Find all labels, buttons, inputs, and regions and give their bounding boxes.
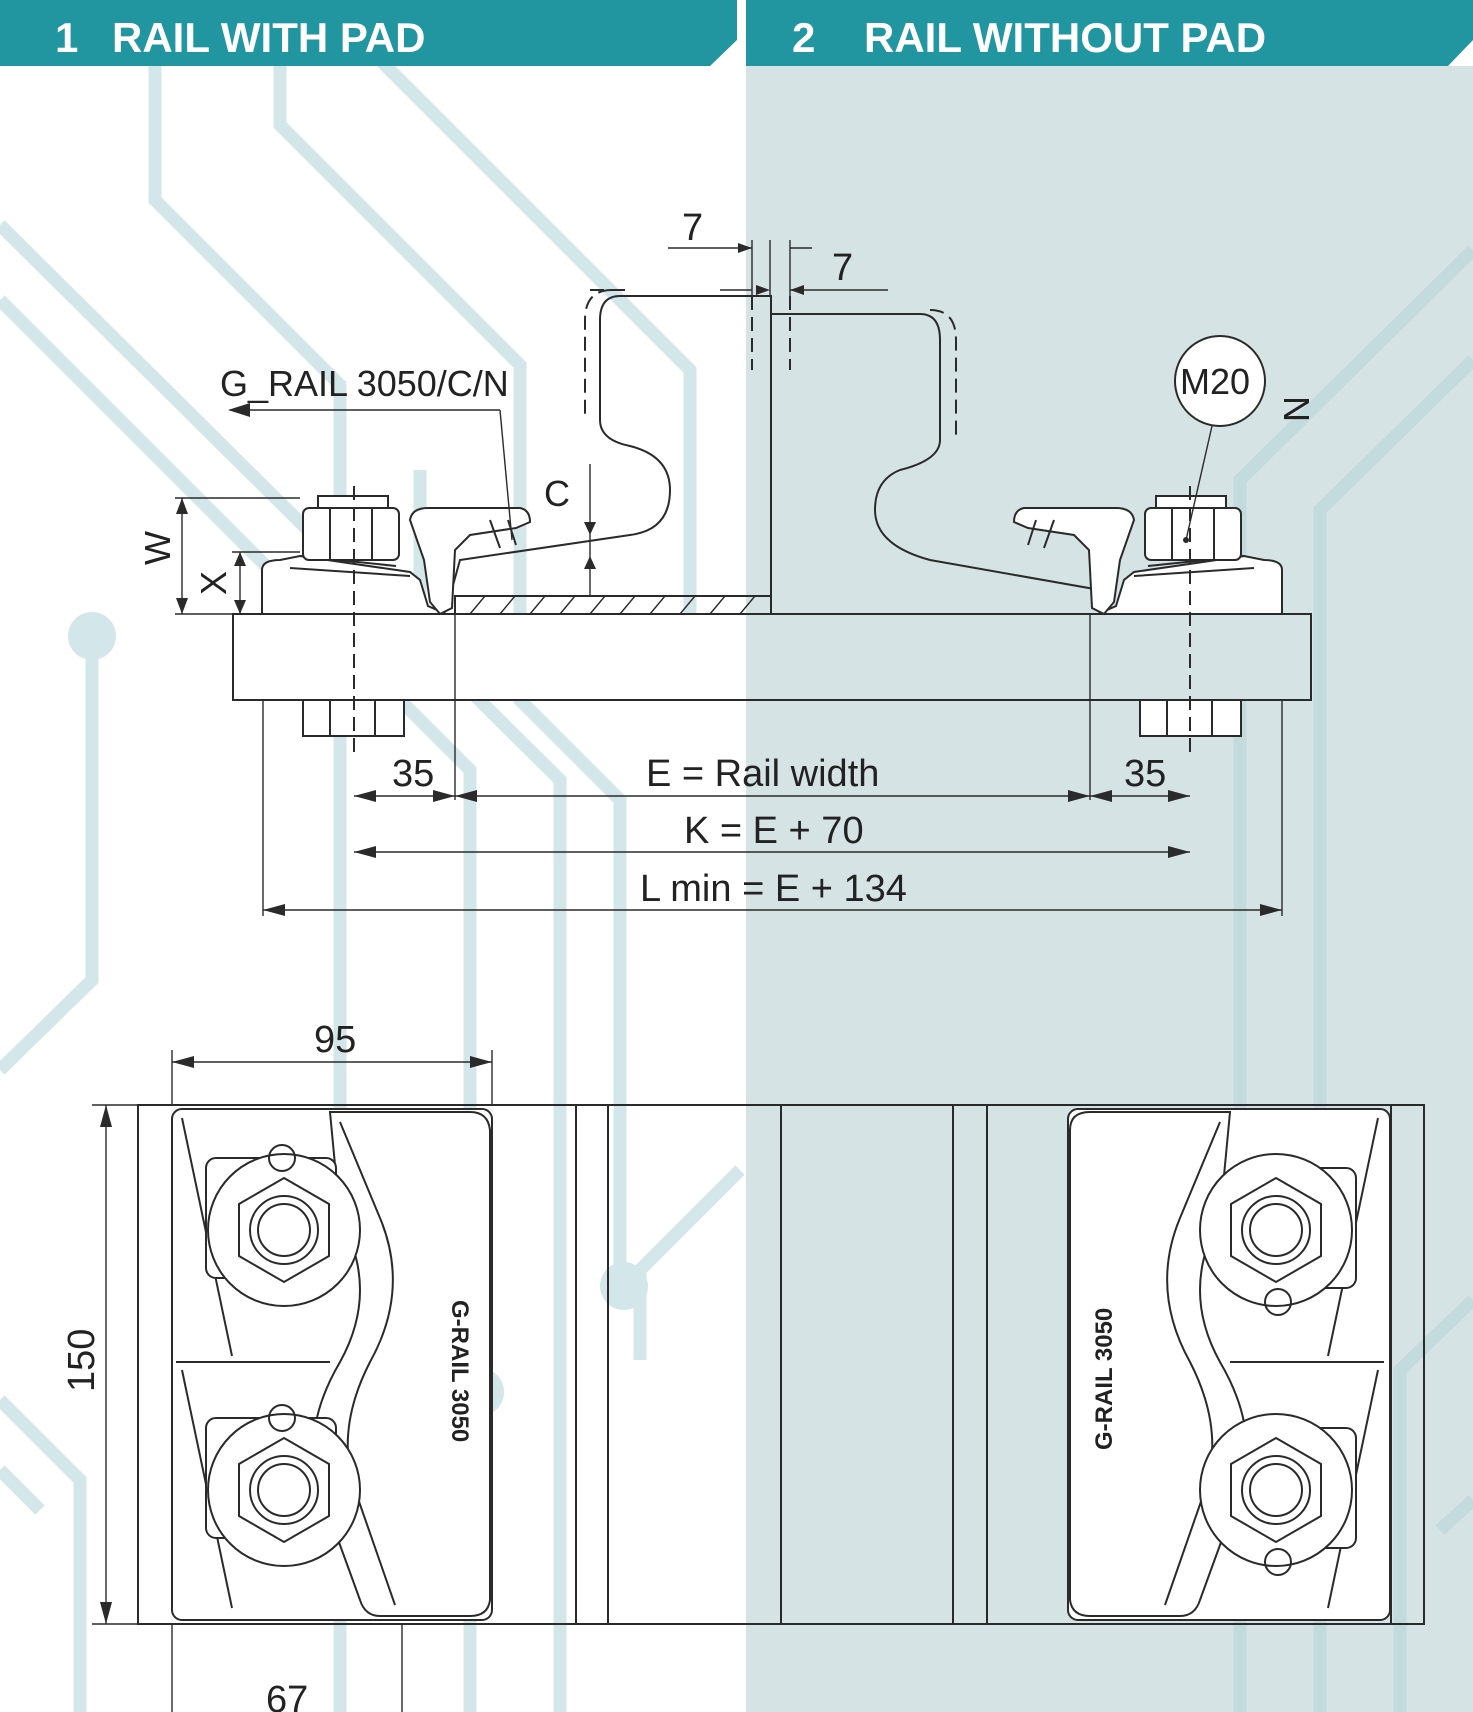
clip-model-callout: G_RAIL 3050/C/N bbox=[220, 363, 513, 541]
left-clip-plan: G-RAIL 3050 bbox=[171, 1108, 493, 1621]
dim-edge-left: 35 bbox=[392, 753, 434, 795]
dim-gap-right: 7 bbox=[832, 247, 853, 289]
dim-k-formula: K = E + 70 bbox=[684, 810, 864, 852]
clip-model-label: G_RAIL 3050/C/N bbox=[220, 363, 509, 404]
bolt-size-label: M20 bbox=[1180, 361, 1250, 402]
clip-mark-right: G-RAIL 3050 bbox=[1091, 1308, 1118, 1450]
height-dimensions: W X C bbox=[137, 464, 596, 615]
dim-clip-length: 150 bbox=[61, 1329, 103, 1392]
header-right-title: RAIL WITHOUT PAD bbox=[864, 14, 1266, 61]
header-left: 1 RAIL WITH PAD bbox=[0, 0, 737, 66]
rail-profile bbox=[449, 289, 1111, 597]
plan-view: G-RAIL 3050 G-RAIL 3050 bbox=[61, 1019, 1425, 1712]
dim-w-label: W bbox=[137, 531, 178, 565]
dim-edge-right: 35 bbox=[1124, 753, 1166, 795]
plan-dimensions: 95 150 67 bbox=[61, 1019, 493, 1712]
header-right: 2 RAIL WITHOUT PAD bbox=[746, 0, 1473, 66]
dim-x-label: X bbox=[193, 571, 234, 595]
dim-bolt-offset: 67 bbox=[266, 1679, 308, 1712]
dim-gap-left: 7 bbox=[682, 207, 703, 249]
bolt-note-label: N bbox=[1276, 396, 1317, 422]
section-view: W X C 7 7 G_RAIL 3050/C/N M20 N bbox=[137, 207, 1317, 916]
left-clamp-section bbox=[261, 495, 532, 737]
right-clip-plan: G-RAIL 3050 bbox=[1067, 1108, 1391, 1621]
dim-c-label: C bbox=[544, 473, 570, 514]
bolt-callout: M20 N bbox=[1174, 335, 1317, 543]
dim-clip-width: 95 bbox=[314, 1019, 356, 1061]
header-right-number: 2 bbox=[792, 14, 815, 61]
header-left-title: RAIL WITH PAD bbox=[112, 14, 425, 61]
gap-dimensions: 7 7 bbox=[668, 207, 888, 296]
horizontal-dimensions: 35 E = Rail width 35 K = E + 70 L min = … bbox=[263, 753, 1282, 916]
dim-l-formula: L min = E + 134 bbox=[640, 868, 907, 910]
dim-rail-width: E = Rail width bbox=[646, 753, 879, 795]
clip-mark-left: G-RAIL 3050 bbox=[446, 1300, 473, 1442]
header-left-number: 1 bbox=[55, 14, 78, 61]
rail-pad bbox=[454, 595, 772, 615]
